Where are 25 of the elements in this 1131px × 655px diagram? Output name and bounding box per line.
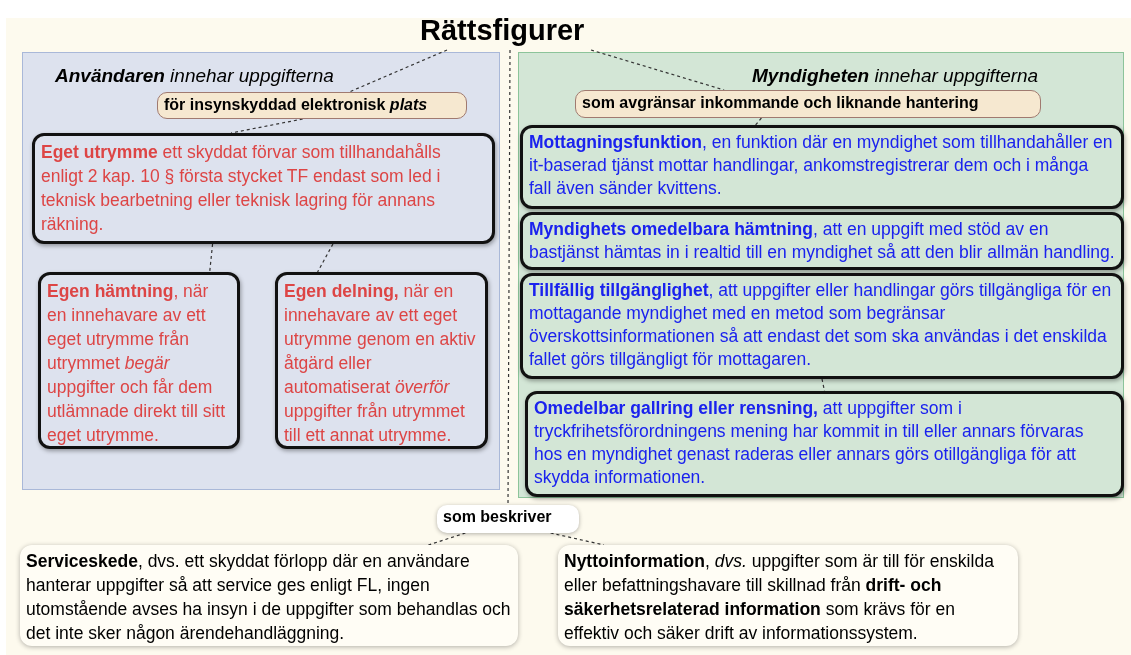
connector-line [550, 532, 605, 546]
panel [518, 52, 1124, 498]
definition-box: Nyttoinformation, dvs. uppgifter som är till för enskilda eller befattningshavare till skillnad från drift- och säkerhetsrelaterad information som krävs för en effektiv och säker drift av informationssystem. [558, 545, 1018, 646]
definition-box: Eget utrymme ett skyddat förvar som tillhandahålls enligt 2 kap. 10 § första stycket TF endast som led i teknisk bearbetning eller teknisk lagring för annans räkning. [32, 133, 495, 244]
connector-line [427, 532, 466, 546]
connector-line [209, 243, 214, 273]
connector-line [754, 117, 762, 126]
tag-pill: som beskriver [437, 505, 579, 533]
diagram-title: Rättsfigurer [420, 14, 600, 50]
panel [22, 52, 500, 490]
connector-line [348, 49, 448, 93]
panel-heading: Användaren innehar uppgifterna [55, 65, 334, 87]
definition-box: Tillfällig tillgänglighet, att uppgifter eller handlingar görs tillgängliga för en mottagande myndighet med en metod som begränsar överskottsinformationen så att endast det som ska användas i det enskilda fallet görs tillgängligt för mottagaren. [520, 273, 1124, 379]
tag-pill: som avgränsar inkommande och liknande hantering [575, 90, 1041, 118]
connector-line [590, 49, 725, 91]
tag-pill: för insynskyddad elektronisk plats [157, 92, 467, 119]
panel-heading: Myndigheten innehar uppgifterna [752, 65, 1039, 87]
definition-box: Mottagningsfunktion, en funktion där en myndighet som tillhandahåller en it-baserad tjänst mottar handlingar, ankomstregistrerar dem och i många fall även sänder kvittens. [520, 125, 1124, 209]
definition-box: Myndighets omedelbara hämtning, att en uppgift med stöd av en bastjänst hämtas in i realtid till en myndighet så att den blir allmän handling. [520, 212, 1124, 270]
connector-line [507, 49, 511, 506]
definition-box: Egen delning, när en innehavare av ett eget utrymme genom en aktiv åtgärd eller automatiserat överför uppgifter från utrymmet till ett annat utrymme. [275, 272, 488, 449]
definition-box: Serviceskede, dvs. ett skyddat förlopp där en användare hanterar uppgifter så att service ges enligt FL, ingen utomstående avses ha insyn i de uppgifter som behandlas och det inte sker någon ärendehandläggning. [20, 545, 518, 646]
definition-box: Omedelbar gallring eller rensning, att uppgifter som i tryckfrihetsförordningens mening har kommit in till eller annars förvaras hos en myndighet genast raderas eller annars görs otillgängliga för att skydda informationen. [525, 391, 1124, 497]
definition-box: Egen hämtning, när en innehavare av ett eget utrymme från utrymmet begär uppgifter och får dem utlämnade direkt till sitt eget utrymme. [38, 272, 240, 449]
connector-line [317, 243, 334, 273]
